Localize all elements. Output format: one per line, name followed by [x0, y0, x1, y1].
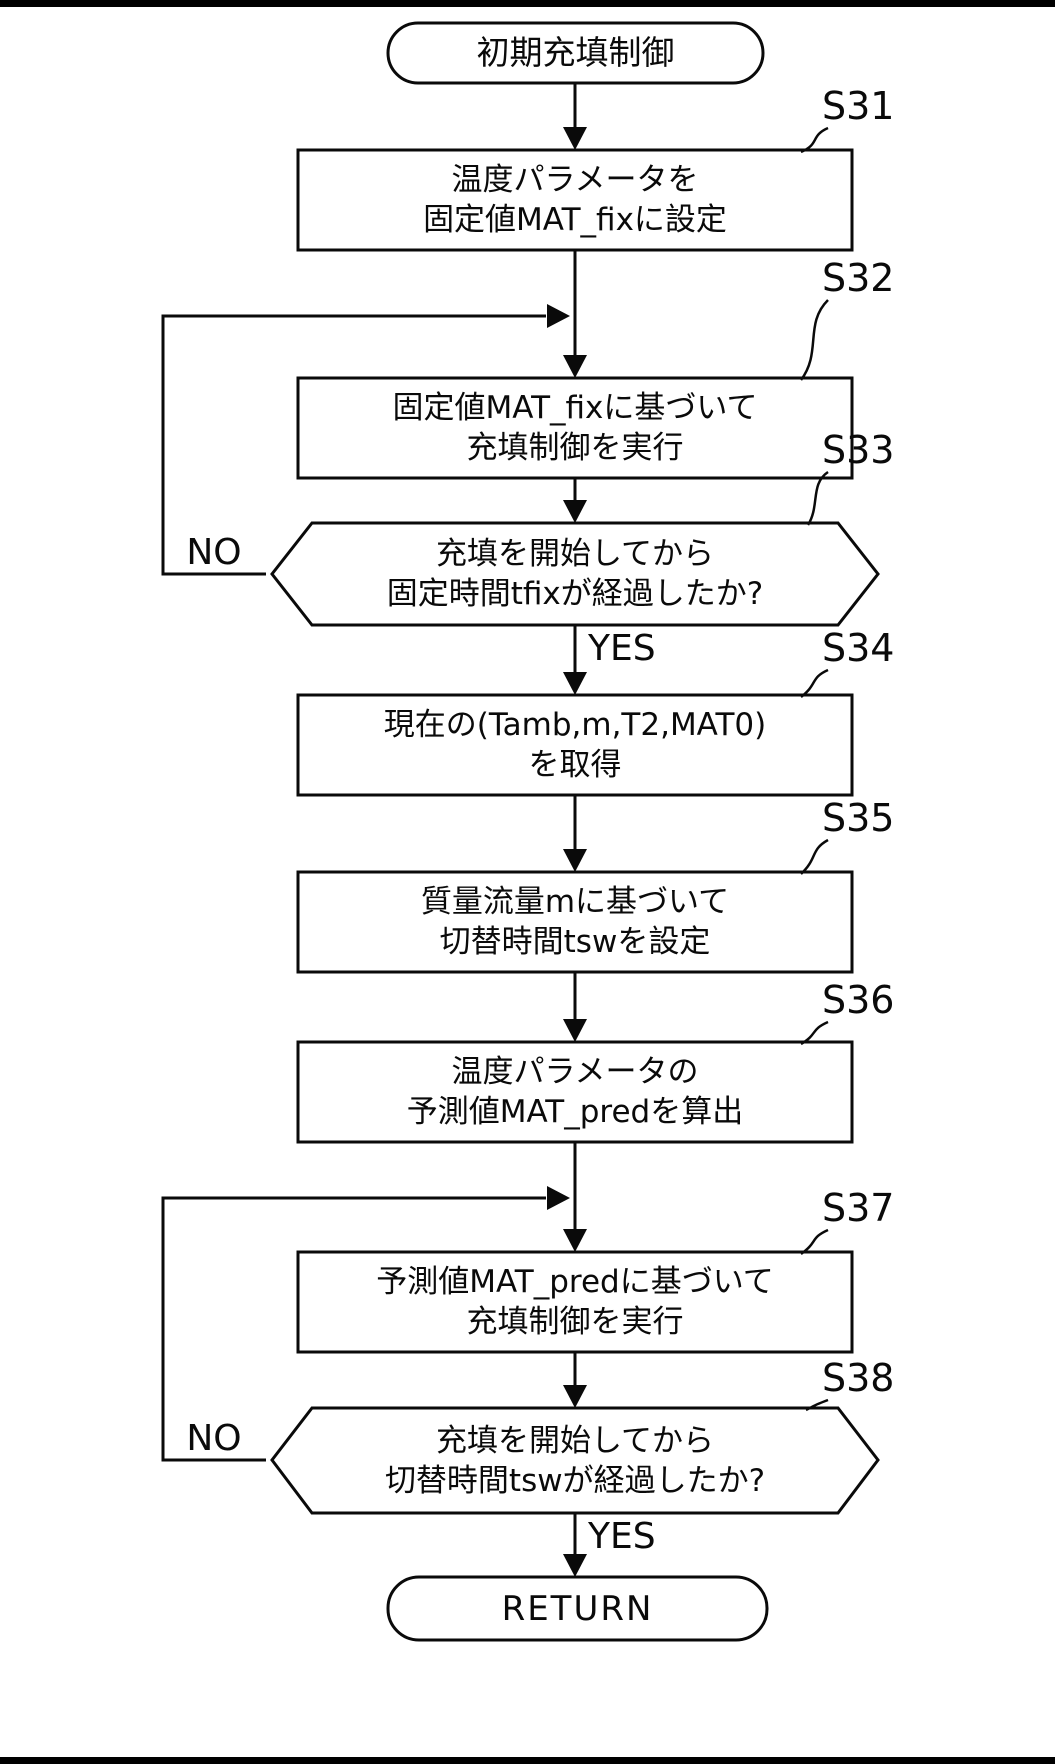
leader-squiggle-s37 — [800, 1228, 829, 1256]
process-box-s35 — [296, 870, 854, 974]
step-label-s35: S35 — [822, 796, 895, 840]
step-label-s38: S38 — [822, 1356, 895, 1400]
s37-line2: 充填制御を実行 — [466, 1304, 684, 1340]
yes-label-s33: YES — [588, 628, 656, 669]
arrowhead-into-s36 — [563, 1019, 587, 1042]
process-s36-text: 温度パラメータの 予測値MAT_predを算出 — [298, 1042, 852, 1142]
s38-line2: 切替時間tswが経過したか? — [384, 1462, 766, 1499]
process-s31-text: 温度パラメータを 固定値MAT_fixに設定 — [298, 150, 852, 250]
s33-line2: 固定時間tfixが経過したか? — [386, 576, 764, 612]
end-terminal: RETURN — [388, 1577, 767, 1640]
decision-hexagon-s38 — [270, 1406, 880, 1515]
process-box-s37 — [296, 1250, 854, 1354]
s37-line1: 予測値MAT_predに基づいて — [376, 1264, 774, 1300]
arrowhead-into-s32 — [563, 355, 587, 378]
leader-squiggle-s38 — [805, 1398, 829, 1412]
s32-line2: 充填制御を実行 — [466, 430, 684, 466]
step-label-s37: S37 — [822, 1186, 895, 1230]
scan-edge-bottom — [0, 1757, 1055, 1764]
process-box-s32 — [296, 376, 854, 480]
leader-squiggle-s31 — [800, 126, 829, 154]
arrowhead-into-return — [563, 1554, 587, 1577]
no-loop-line-s33 — [161, 314, 546, 576]
end-terminal-label: RETURN — [501, 1588, 654, 1629]
decision-s38-text: 充填を開始してから 切替時間tswが経過したか? — [312, 1408, 838, 1513]
process-s32-text: 固定値MAT_fixに基づいて 充填制御を実行 — [298, 378, 852, 478]
process-box-s36 — [296, 1040, 854, 1144]
no-label-s33: NO — [186, 532, 242, 573]
arrowhead-into-s38 — [563, 1385, 587, 1408]
start-terminal: 初期充填制御 — [388, 23, 763, 83]
process-s35-text: 質量流量mに基づいて 切替時間tswを設定 — [298, 872, 852, 972]
leader-squiggle-s35 — [800, 838, 829, 875]
process-box-s31 — [296, 148, 854, 252]
no-loop-line-s38 — [161, 1196, 546, 1462]
leader-squiggle-s36 — [800, 1020, 829, 1046]
leader-squiggle-s32 — [799, 299, 829, 381]
step-label-s33: S33 — [822, 428, 895, 472]
s34-line1: 現在の(Tamb,m,T2,MAT0) — [383, 707, 767, 743]
s32-line1: 固定値MAT_fixに基づいて — [392, 390, 758, 426]
s33-line1: 充填を開始してから — [435, 536, 715, 572]
s36-line2: 予測値MAT_predを算出 — [406, 1094, 744, 1130]
start-terminal-label: 初期充填制御 — [476, 33, 675, 72]
arrowhead-into-s34 — [563, 672, 587, 695]
no-label-s38: NO — [186, 1418, 242, 1459]
s31-line2: 固定値MAT_fixに設定 — [423, 202, 727, 238]
process-s37-text: 予測値MAT_predに基づいて 充填制御を実行 — [298, 1252, 852, 1352]
arrowhead-into-s37 — [563, 1229, 587, 1252]
scan-edge-top — [0, 0, 1055, 7]
process-s34-text: 現在の(Tamb,m,T2,MAT0) を取得 — [298, 695, 852, 795]
arrowhead-into-s31 — [563, 127, 587, 150]
step-label-s36: S36 — [822, 978, 895, 1022]
arrowhead-loop-join-s32 — [547, 304, 570, 328]
step-label-s34: S34 — [822, 626, 895, 670]
decision-s33-text: 充填を開始してから 固定時間tfixが経過したか? — [312, 523, 838, 625]
s38-line1: 充填を開始してから — [435, 1422, 715, 1459]
s31-line1: 温度パラメータを — [451, 162, 699, 198]
s35-line1: 質量流量mに基づいて — [420, 884, 730, 920]
leader-squiggle-s33 — [806, 470, 829, 526]
process-box-s34 — [296, 693, 854, 797]
arrowhead-into-s35 — [563, 849, 587, 872]
step-label-s32: S32 — [822, 256, 895, 300]
step-label-s31: S31 — [822, 84, 895, 128]
decision-hexagon-s33 — [270, 521, 880, 627]
s35-line2: 切替時間tswを設定 — [439, 924, 711, 960]
yes-label-s38: YES — [588, 1516, 656, 1557]
arrowhead-loop-join-s37 — [547, 1186, 570, 1210]
s34-line2: を取得 — [528, 747, 622, 783]
leader-squiggle-s34 — [800, 668, 829, 698]
s36-line1: 温度パラメータの — [451, 1054, 699, 1090]
arrowhead-into-s33 — [563, 500, 587, 523]
end-terminal-shape — [386, 1575, 769, 1642]
